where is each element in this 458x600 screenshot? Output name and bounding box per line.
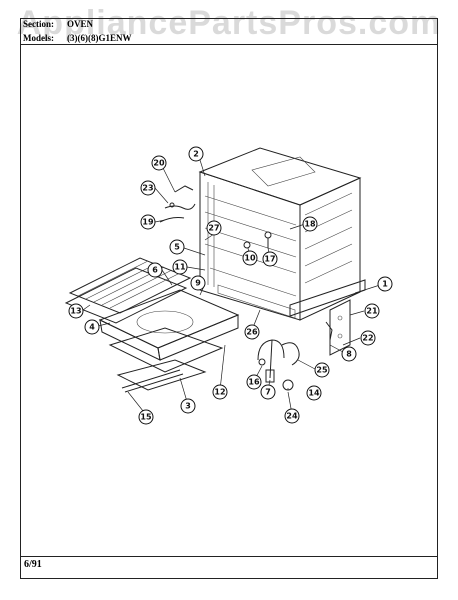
section-label: Section: [23, 19, 54, 29]
models-label: Models: [23, 33, 54, 43]
callout-4: 4 [84, 319, 100, 335]
callout-6: 6 [147, 262, 163, 278]
callout-20-label: 20 [153, 159, 165, 168]
callout-9-label: 9 [195, 279, 201, 288]
callout-16-label: 16 [248, 378, 260, 387]
callout-7-label: 7 [265, 388, 271, 397]
callout-21-label: 21 [366, 307, 378, 316]
callout-3-label: 3 [185, 402, 191, 411]
callout-22: 22 [360, 330, 376, 346]
callout-1: 1 [377, 276, 393, 292]
callout-17-label: 17 [264, 255, 275, 264]
page-frame [20, 18, 438, 579]
callout-13-label: 13 [70, 307, 81, 316]
callout-12: 12 [212, 384, 228, 400]
callout-11: 11 [172, 259, 188, 275]
callout-25: 25 [314, 362, 330, 378]
section-value: OVEN [67, 19, 94, 29]
callout-8: 8 [341, 346, 357, 362]
ignitor-assembly [257, 321, 333, 391]
callout-20: 20 [151, 155, 167, 171]
callout-15: 15 [138, 409, 154, 425]
callout-8-label: 8 [346, 350, 352, 359]
callout-26: 26 [244, 324, 260, 340]
callout-10-label: 10 [244, 254, 256, 263]
callout-19: 19 [140, 214, 156, 230]
callout-13: 13 [68, 303, 84, 319]
callout-7: 7 [260, 384, 276, 400]
callout-4-label: 4 [89, 323, 95, 332]
callout-15-label: 15 [140, 413, 152, 422]
callout-24: 24 [284, 408, 300, 424]
footer-divider [20, 556, 438, 557]
callout-25-label: 25 [316, 366, 328, 375]
callout-23-label: 23 [142, 184, 153, 193]
callout-12-label: 12 [214, 388, 225, 397]
callout-21: 21 [364, 303, 380, 319]
callout-16: 16 [246, 374, 262, 390]
oven-cavity [198, 147, 366, 321]
callout-11-label: 11 [174, 263, 186, 272]
leader-lines [82, 159, 381, 417]
callout-19-label: 19 [142, 218, 154, 227]
callout-14: 14 [306, 385, 322, 401]
footer-date: 6/91 [24, 559, 42, 570]
callout-5-label: 5 [174, 243, 180, 252]
callout-14-label: 14 [308, 389, 320, 398]
broiler-pan [98, 289, 240, 393]
callout-9: 9 [190, 275, 206, 291]
callout-23: 23 [140, 180, 156, 196]
models-row: Models: (3)(6)(8)G1ENW [20, 32, 438, 45]
callout-27-label: 27 [208, 224, 219, 233]
callout-1-label: 1 [382, 280, 388, 289]
section-row: Section: OVEN [20, 18, 438, 32]
callout-22-label: 22 [362, 334, 373, 343]
oven-rack [64, 257, 192, 324]
callout-18-label: 18 [304, 220, 316, 229]
sensor-wiring [159, 185, 272, 249]
callout-6-label: 6 [152, 266, 158, 275]
models-value: (3)(6)(8)G1ENW [67, 33, 132, 43]
callout-3: 3 [180, 398, 196, 414]
callout-10: 10 [242, 250, 258, 266]
callout-2-label: 2 [193, 150, 199, 159]
callout-24-label: 24 [286, 412, 298, 421]
callout-5: 5 [169, 239, 185, 255]
callout-27: 27 [206, 220, 222, 236]
callout-17: 17 [262, 251, 278, 267]
callout-18: 18 [302, 216, 318, 232]
callout-26-label: 26 [246, 328, 258, 337]
callout-2: 2 [188, 146, 204, 162]
